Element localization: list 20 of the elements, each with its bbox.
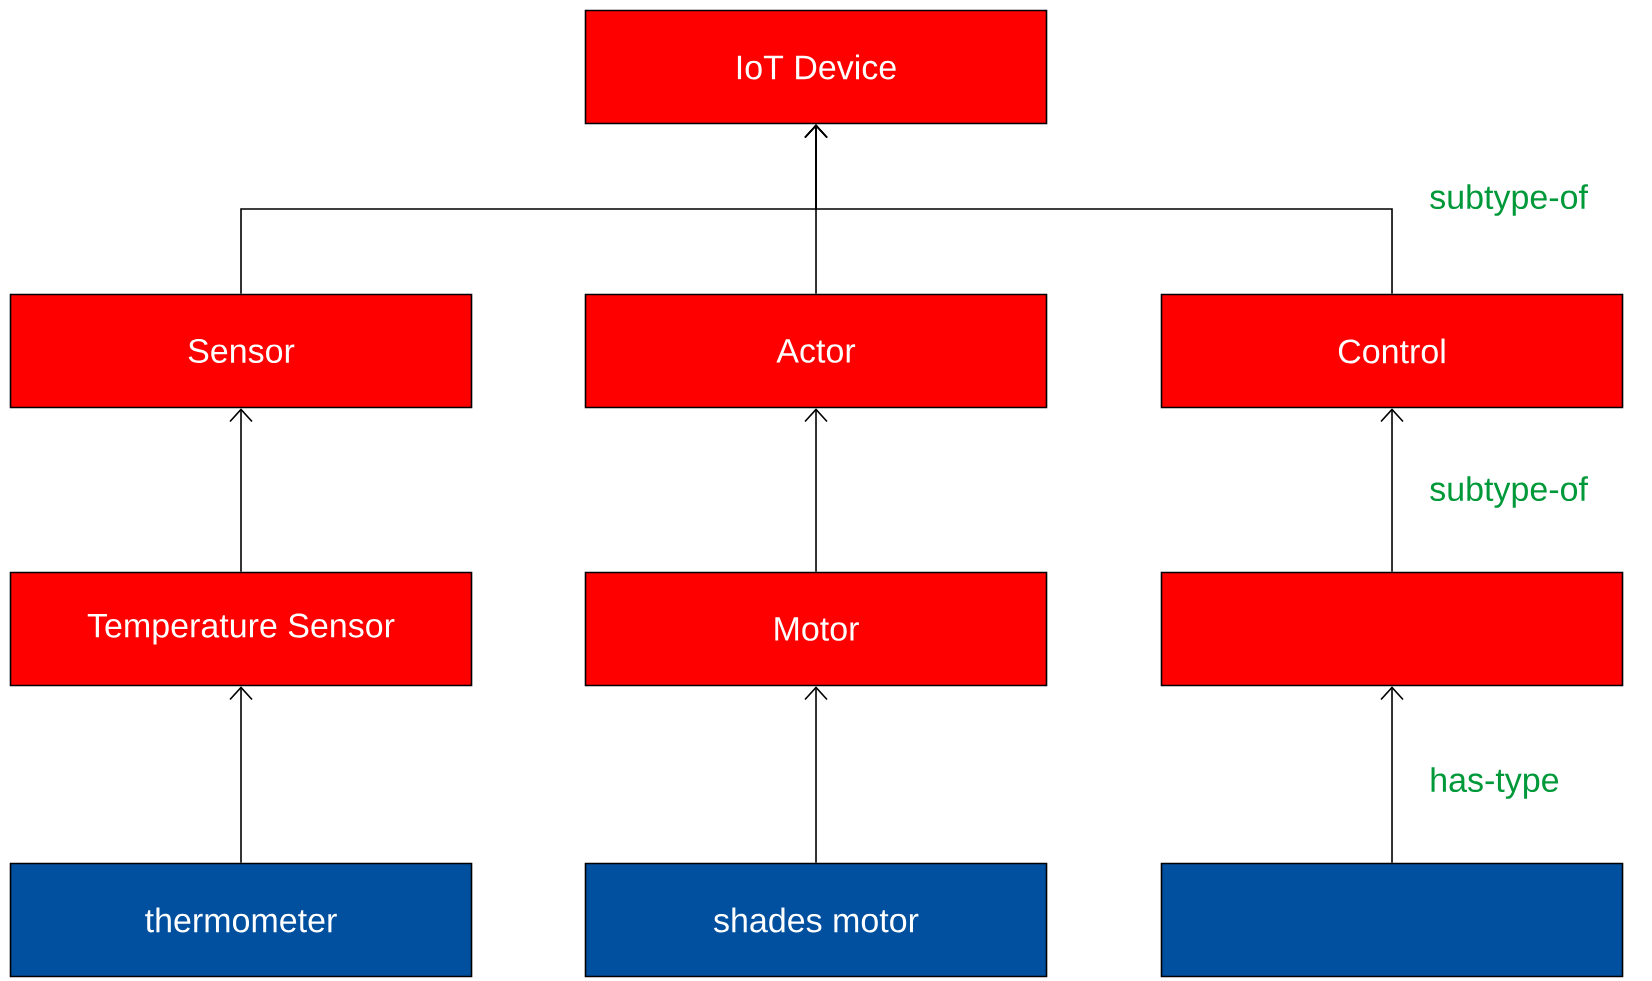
- arrow: [1380, 408, 1404, 573]
- arrow: [229, 686, 253, 864]
- arrow: [804, 686, 828, 864]
- type-box: [1160, 862, 1624, 978]
- arrow: [804, 408, 828, 573]
- arrow: [229, 408, 253, 573]
- type-box: Temperature Sensor: [9, 571, 473, 687]
- type-box: Sensor: [9, 293, 473, 409]
- type-box: shades motor: [584, 862, 1048, 978]
- type-box: Motor: [584, 571, 1048, 687]
- edge-label: subtype-of: [1430, 184, 1588, 216]
- edge-label: subtype-of: [1430, 476, 1588, 508]
- arrow: [1380, 686, 1404, 864]
- type-box: Actor: [584, 293, 1048, 409]
- type-box: [1160, 571, 1624, 687]
- type-box: thermometer: [9, 862, 473, 978]
- edge-label: has-type: [1431, 767, 1559, 799]
- type-box: IoT Device: [584, 9, 1048, 125]
- type-box: Control: [1160, 293, 1624, 409]
- arrow: [804, 124, 1393, 295]
